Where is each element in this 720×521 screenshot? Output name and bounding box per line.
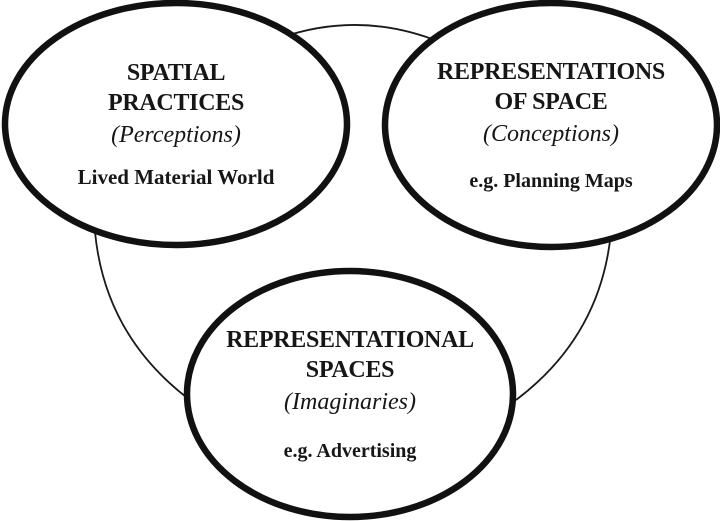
representational-spaces-ellipse	[183, 267, 517, 521]
connector-arc-right	[515, 231, 612, 401]
connector-arc-top	[279, 24, 441, 43]
spatial-practices-ellipse	[1, 0, 351, 249]
connector-arc-left	[94, 231, 191, 401]
representations-of-space-ellipse	[381, 0, 720, 251]
